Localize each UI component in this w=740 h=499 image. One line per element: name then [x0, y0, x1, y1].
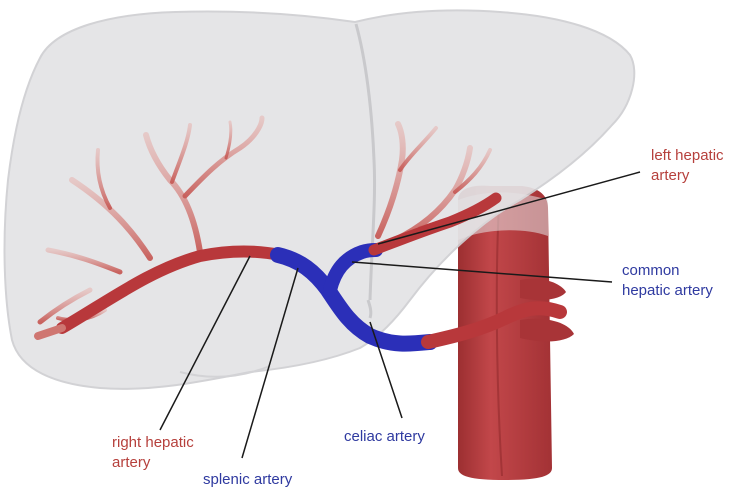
leader-splenic — [241, 267, 299, 459]
celiac-to-aorta — [421, 301, 567, 349]
label-right-hepatic-line1: right hepatic — [112, 434, 194, 451]
label-left-hepatic-line1: left hepatic — [651, 147, 724, 164]
label-right-hepatic-line2: artery — [112, 454, 151, 471]
label-common-hepatic-line2: hepatic artery — [622, 282, 713, 299]
left-hepatic-artery — [368, 192, 502, 256]
leader-right-hepatic — [159, 255, 251, 431]
label-splenic: splenic artery — [203, 471, 293, 488]
leader-left-hepatic — [377, 171, 641, 245]
leader-celiac — [369, 321, 403, 419]
leader-lines — [159, 171, 641, 459]
label-celiac: celiac artery — [344, 428, 425, 445]
leader-common-hepatic — [351, 261, 613, 283]
right-hepatic-artery — [34, 245, 286, 340]
label-left-hepatic-line2: artery — [651, 167, 690, 184]
label-common-hepatic-line1: common — [622, 262, 680, 279]
